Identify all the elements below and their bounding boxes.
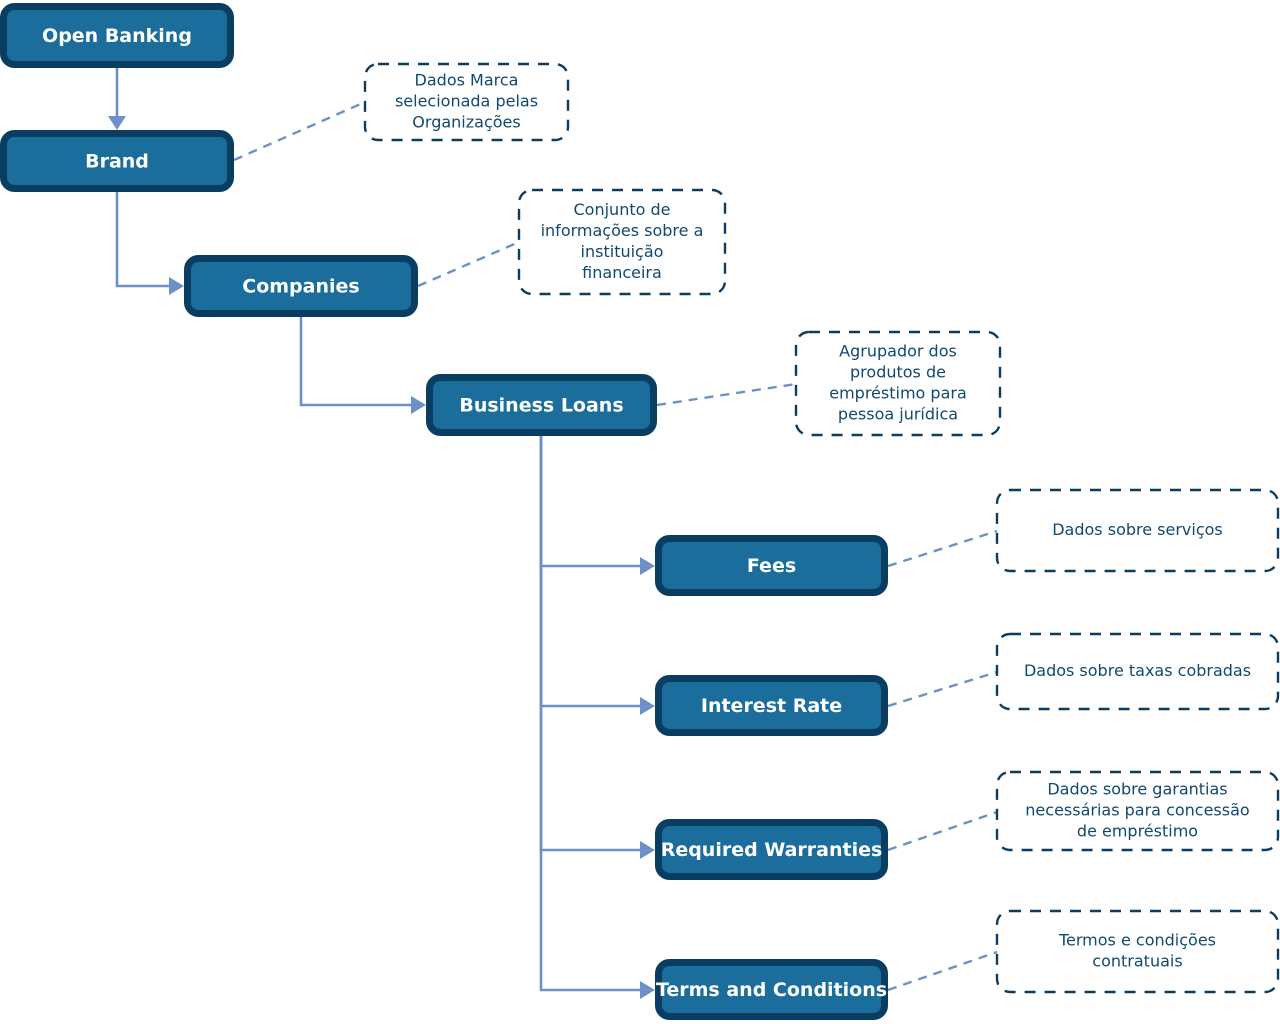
conn-loans-warranties — [539, 436, 655, 859]
connector-layer — [108, 68, 655, 999]
conn-companies-loans-arrow-icon — [411, 396, 426, 414]
conn-brand-companies — [115, 192, 184, 295]
note-fees-box — [995, 488, 1280, 573]
conn-loans-interest-arrow-icon — [640, 697, 655, 715]
leader-required-warranties — [887, 810, 998, 852]
note-terms-conditions-box — [995, 909, 1280, 994]
node-fees[interactable]: Fees — [655, 535, 888, 596]
node-open-banking[interactable]: Open Banking — [0, 3, 234, 68]
conn-loans-interest — [539, 436, 655, 715]
note-companies-box — [517, 188, 727, 296]
node-companies[interactable]: Companies — [184, 255, 418, 317]
conn-loans-fees-arrow-icon — [640, 557, 655, 575]
conn-brand-companies-arrow-icon — [169, 277, 184, 295]
note-brand-box — [363, 62, 570, 142]
node-brand[interactable]: Brand — [0, 130, 234, 192]
node-fees-box[interactable] — [655, 535, 888, 596]
leader-terms-conditions — [887, 950, 998, 992]
conn-loans-fees-line — [539, 436, 649, 568]
leader-brand — [233, 100, 366, 162]
leader-business-loans — [656, 382, 797, 407]
conn-open-banking-brand — [108, 68, 126, 130]
conn-companies-loans-line — [299, 317, 420, 407]
conn-loans-terms-arrow-icon — [640, 981, 655, 999]
node-business-loans-box[interactable] — [426, 374, 657, 436]
leader-companies — [417, 240, 520, 288]
note-interest-rate-box — [995, 632, 1280, 711]
node-terms-conditions[interactable]: Terms and Conditions — [655, 959, 888, 1020]
conn-loans-terms — [539, 436, 655, 999]
conn-brand-companies-line — [115, 192, 178, 288]
node-open-banking-box[interactable] — [0, 3, 234, 68]
node-business-loans[interactable]: Business Loans — [426, 374, 657, 436]
conn-companies-loans — [299, 317, 426, 414]
note-business-loans-box — [794, 330, 1002, 437]
conn-loans-warranties-arrow-icon — [640, 841, 655, 859]
node-required-warranties[interactable]: Required Warranties — [655, 819, 888, 880]
note-required-warranties-box — [995, 770, 1280, 852]
conn-loans-fees — [539, 436, 655, 575]
conn-open-banking-brand-arrow-icon — [108, 116, 126, 130]
node-required-warranties-box[interactable] — [655, 819, 888, 880]
leader-line-layer — [233, 100, 998, 992]
leader-interest-rate — [887, 670, 998, 708]
node-terms-conditions-box[interactable] — [655, 959, 888, 1020]
conn-loans-terms-line — [539, 436, 649, 992]
node-interest-rate-box[interactable] — [655, 675, 888, 736]
node-brand-box[interactable] — [0, 130, 234, 192]
conn-loans-interest-line — [539, 436, 649, 708]
conn-loans-warranties-line — [539, 436, 649, 852]
note-fees: Dados sobre serviços — [995, 488, 1280, 573]
note-interest-rate: Dados sobre taxas cobradas — [995, 632, 1280, 711]
node-companies-box[interactable] — [184, 255, 418, 317]
node-interest-rate[interactable]: Interest Rate — [655, 675, 888, 736]
leader-fees — [887, 529, 998, 568]
